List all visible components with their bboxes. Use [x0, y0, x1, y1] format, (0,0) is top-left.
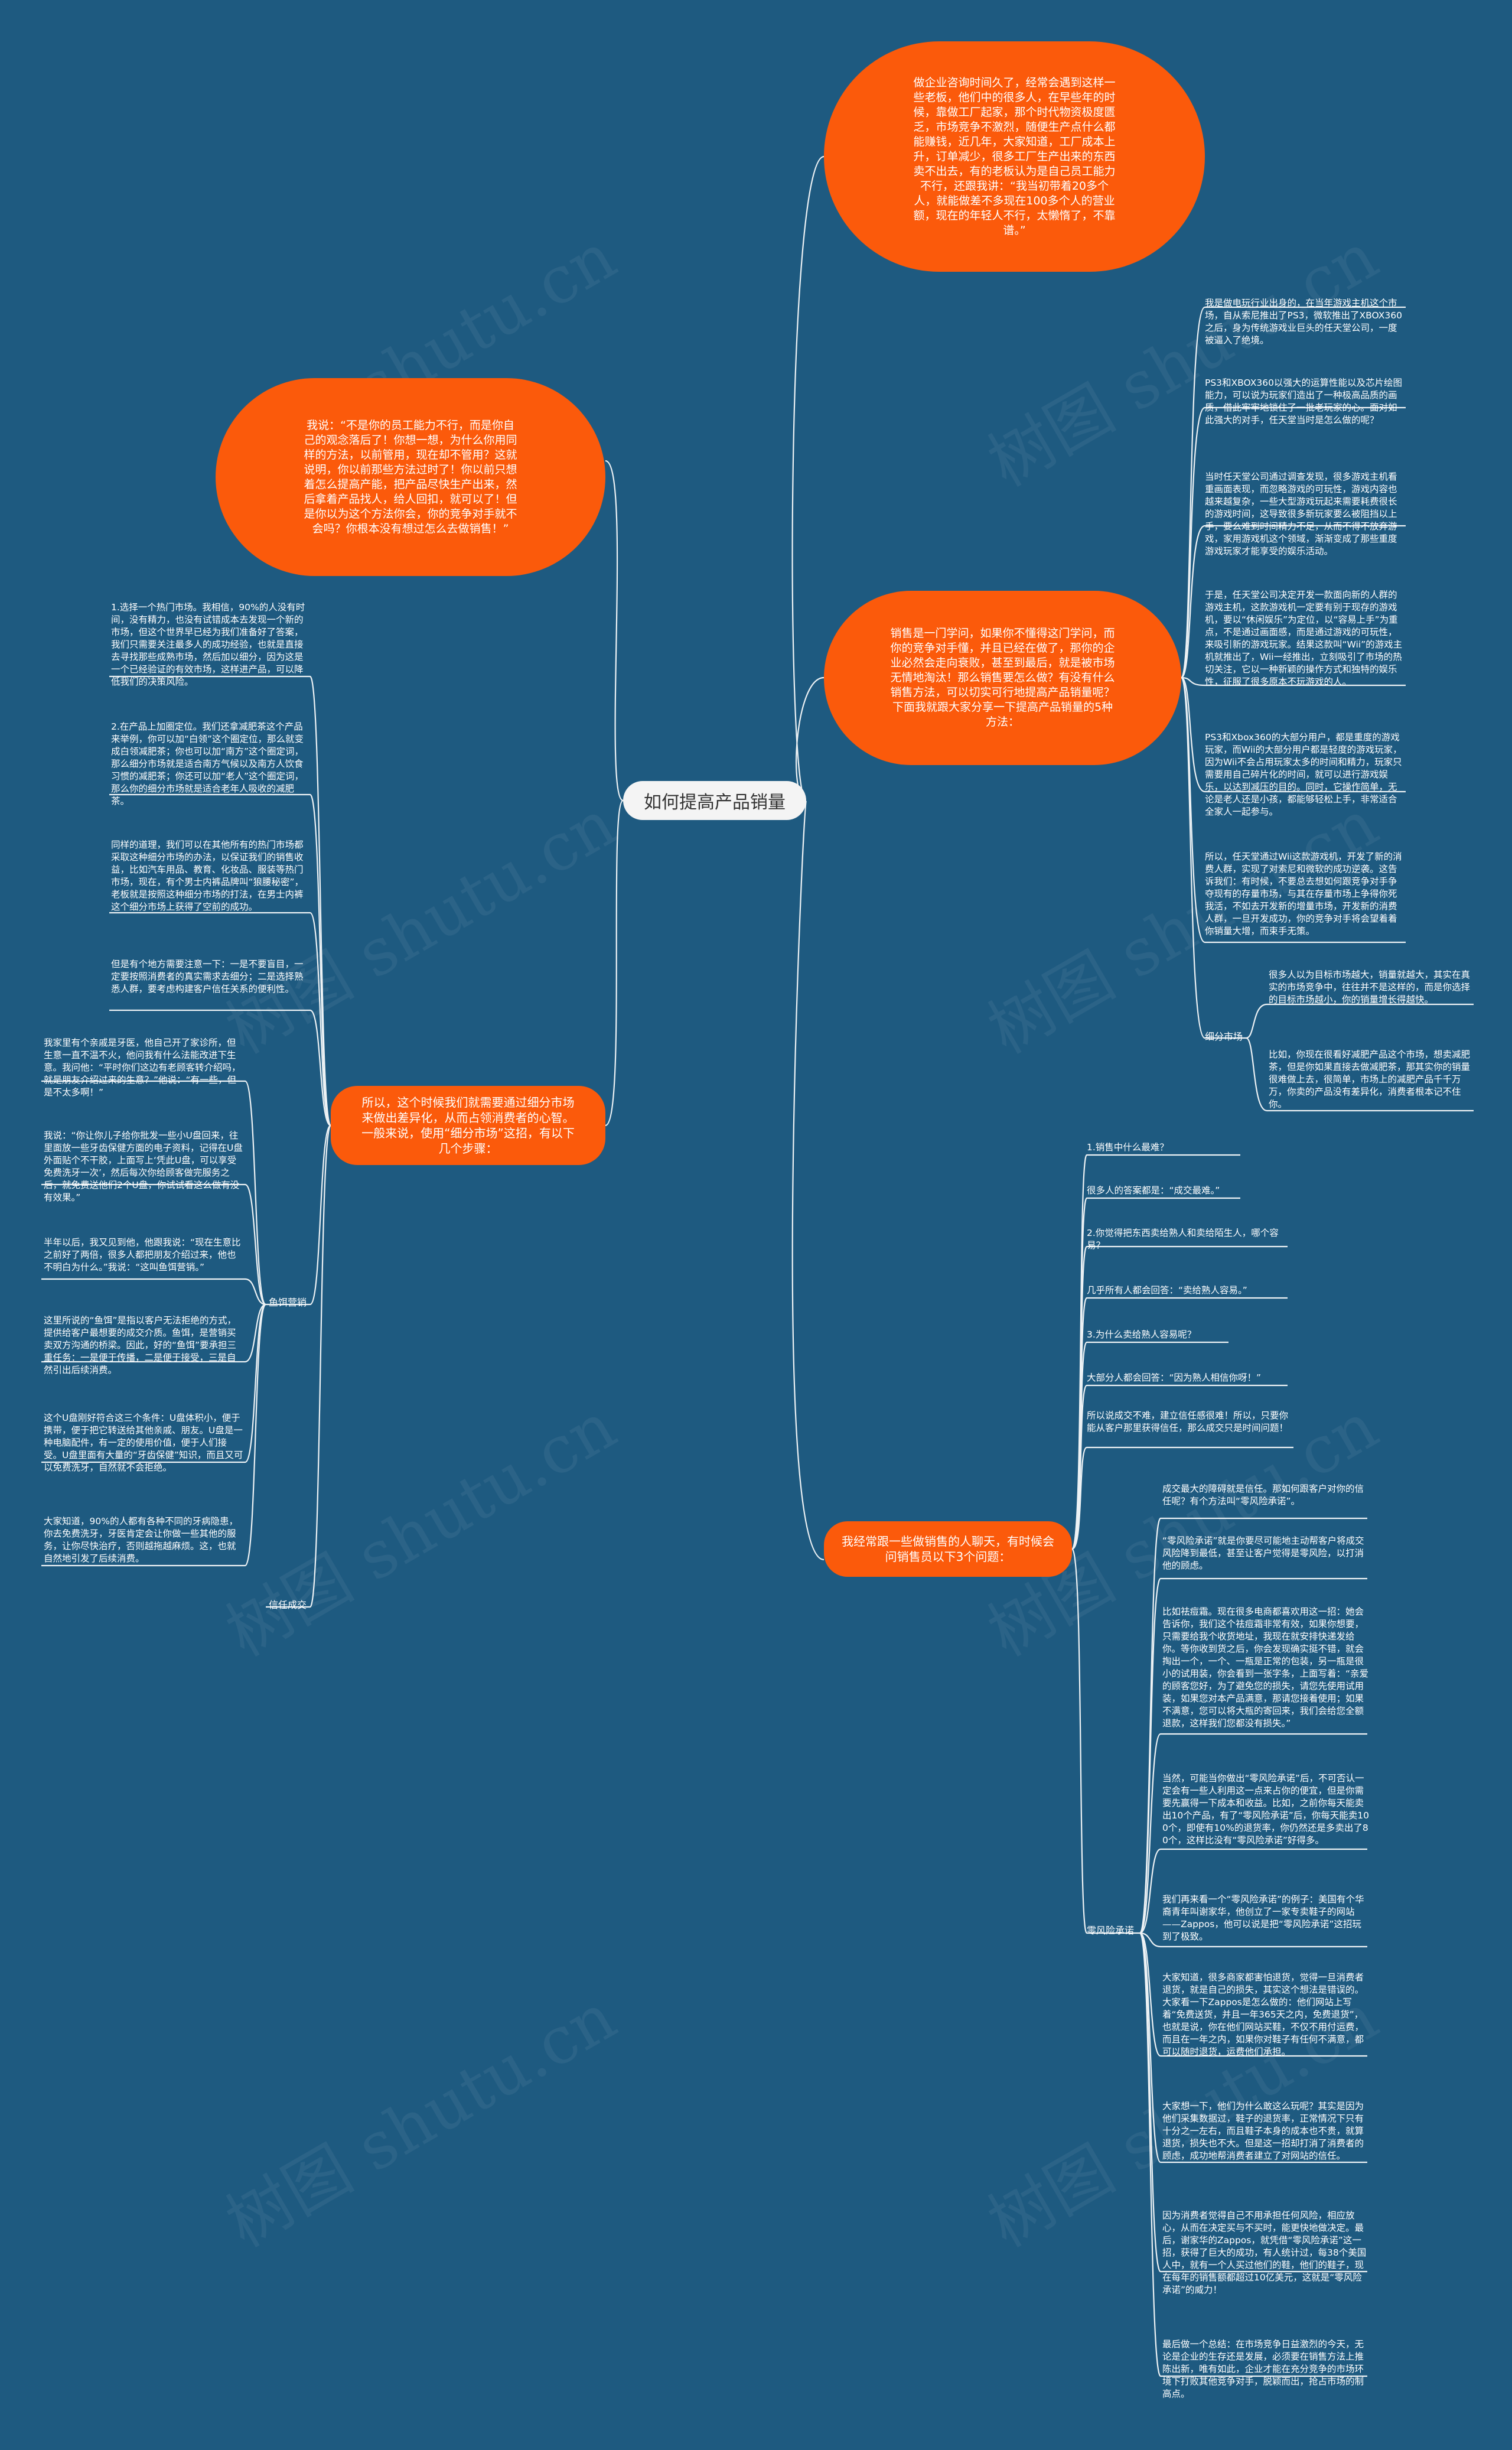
list-item: 几乎所有人都会回答：“卖给熟人容易。” — [1087, 1285, 1247, 1296]
list-item: 大部分人都会回答：“因为熟人相信你呀！” — [1087, 1372, 1262, 1383]
list-item: 大家知道，很多商家都害怕退货，觉得一旦消费者退货，就是自己的损失，其实这个想法是… — [1162, 1972, 1364, 2057]
list-item: 很多人的答案都是：“成交最难。” — [1087, 1185, 1220, 1196]
list-item: 这个U盘刚好符合这三个条件：U盘体积小，便于携带，便于把它转送给其他亲戚、朋友。… — [44, 1413, 243, 1473]
list-item: 同样的道理，我们可以在其他所有的热门市场都采取这种细分市场的办法，以保证我们的销… — [111, 840, 304, 912]
list-item: 我家里有个亲戚是牙医，他自己开了家诊所，但生意一直不温不火，他问我有什么法能改进… — [44, 1037, 241, 1098]
list-item: “零风险承诺”就是你要尽可能地主动帮客户将成交风险降到最低，甚至让客户觉得是零风… — [1162, 1535, 1364, 1571]
list-item: 2.在产品上加圈定位。我们还拿减肥茶这个产品来举例，你可以加“白领”这个圈定位，… — [111, 721, 304, 806]
list-item: 所以说成交不难，建立信任感很难！所以，只要你能从客户那里获得信任，那么成交只是时… — [1087, 1410, 1289, 1433]
node-bottom-right-text: 我经常跟一些做销售的人聊天，有时候会问销售员以下3个问题： — [842, 1534, 1054, 1564]
list-item: 大家想一下，他们为什么敢这么玩呢？其实是因为他们采集数据过，鞋子的退货率，正常情… — [1162, 2101, 1364, 2161]
central-topic[interactable]: 如何提高产品销量 — [623, 781, 806, 820]
list-item: 1.销售中什么最难？ — [1087, 1142, 1169, 1153]
node-top-left[interactable]: 我说：“不是你的员工能力不行，而是你自己的观念落后了！你想一想，为什么你用同样的… — [216, 378, 605, 576]
list-item: PS3和XBOX360以强大的运算性能以及芯片绘图能力，可以说为玩家们造出了一种… — [1205, 378, 1402, 425]
list-item: 我说：“你让你儿子给你批发一些小U盘回来，往里面放一些牙齿保健方面的电子资料，记… — [44, 1130, 243, 1203]
list-item: 于是，任天堂公司决定开发一款面向新的人群的游戏主机，这款游戏机一定要有别于现存的… — [1205, 590, 1403, 687]
tag-trust: 信任成交 — [269, 1599, 307, 1610]
list-item: 2.你觉得把东西卖给熟人和卖给陌生人，哪个容易？ — [1087, 1228, 1279, 1251]
list-item: 大家知道，90%的人都有各种不同的牙病隐患，你去免费洗牙，牙医肯定会让你做一些其… — [44, 1516, 238, 1564]
node-top-right[interactable]: 做企业咨询时间久了，经常会遇到这样一些老板，他们中的很多人，在早些年的时候，靠做… — [824, 41, 1205, 272]
node-mid-left-text: 所以，这个时候我们就需要通过细分市场来做出差异化，从而占领消费者的心智。一般来说… — [361, 1095, 575, 1156]
node-mid-right-text: 销售是一门学问，如果你不懂得这门学问，而你的竞争对手懂，并且已经在做了，那你的企… — [890, 627, 1115, 728]
node-mid-left[interactable]: 所以，这个时候我们就需要通过细分市场来做出差异化，从而占领消费者的心智。一般来说… — [331, 1086, 605, 1165]
tag-fish-bait: 鱼饵营销 — [269, 1297, 307, 1308]
tag-segment: 细分市场 — [1205, 1031, 1243, 1042]
list-item: PS3和Xbox360的大部分用户，都是重度的游戏玩家，而Wii的大部分用户都是… — [1205, 732, 1402, 817]
list-item: 当时任天堂公司通过调查发现，很多游戏主机看重画面表现，而忽略游戏的可玩性，游戏内… — [1205, 471, 1397, 557]
tag-zero-risk: 零风险承诺 — [1087, 1925, 1135, 1936]
list-item: 3.为什么卖给熟人容易呢？ — [1087, 1329, 1197, 1340]
node-top-left-text: 我说：“不是你的员工能力不行，而是你自己的观念落后了！你想一想，为什么你用同样的… — [304, 418, 517, 535]
list-item: 最后做一个总结：在市场竞争日益激烈的今天，无论是企业的生存还是发展，必须要在销售… — [1162, 2339, 1364, 2399]
list-item: 比如祛痘霜。现在很多电商都喜欢用这一招：她会告诉你，我们这个祛痘霜非常有效，如果… — [1162, 1606, 1369, 1729]
list-item: 我是做电玩行业出身的，在当年游戏主机这个市场，自从索尼推出了PS3，微软推出了X… — [1205, 298, 1402, 346]
central-topic-label: 如何提高产品销量 — [644, 792, 786, 813]
list-item: 比如，你现在很看好减肥产品这个市场，想卖减肥茶，但是你如果直接去做减肥茶，那其实… — [1269, 1049, 1471, 1110]
list-item: 这里所说的“鱼饵”是指以客户无法拒绝的方式，提供给客户最想要的成交介质。鱼饵，是… — [44, 1315, 237, 1375]
node-mid-right[interactable]: 销售是一门学问，如果你不懂得这门学问，而你的竞争对手懂，并且已经在做了，那你的企… — [824, 591, 1181, 765]
list-item: 很多人以为目标市场越大，销量就越大，其实在真实的市场竞争中，往往并不是这样的，而… — [1269, 969, 1471, 1005]
list-item: 我们再来看一个“零风险承诺”的例子：美国有个华裔青年叫谢家华，他创立了一家专卖鞋… — [1162, 1894, 1364, 1942]
list-item: 所以，任天堂通过Wii这款游戏机，开发了新的消费人群，实现了对索尼和微软的成功逆… — [1205, 851, 1402, 936]
list-item: 但是有个地方需要注意一下：一是不要盲目，一定要按照消费者的真实需求去细分；二是选… — [111, 959, 304, 994]
list-item: 当然，可能当你做出“零风险承诺”后，不可否认一定会有一些人利用这一点来占你的便宜… — [1162, 1773, 1370, 1846]
list-item: 成交最大的障碍就是信任。那如何跟客户对你的信任呢？有个方法叫“零风险承诺”。 — [1162, 1483, 1364, 1507]
node-bottom-right[interactable]: 我经常跟一些做销售的人聊天，有时候会问销售员以下3个问题： — [824, 1521, 1072, 1577]
list-item: 半年以后，我又见到他，他跟我说：“现在生意比之前好了两倍，很多人都把朋友介绍过来… — [44, 1237, 241, 1273]
node-top-right-text: 做企业咨询时间久了，经常会遇到这样一些老板，他们中的很多人，在早些年的时候，靠做… — [913, 76, 1116, 237]
list-item: 1.选择一个热门市场。我相信，90%的人没有时间，没有精力，也没有试错成本去发现… — [111, 602, 305, 687]
list-item: 因为消费者觉得自己不用承担任何风险，相应放心，从而在决定买与不买时，能更快地做决… — [1162, 2210, 1367, 2295]
